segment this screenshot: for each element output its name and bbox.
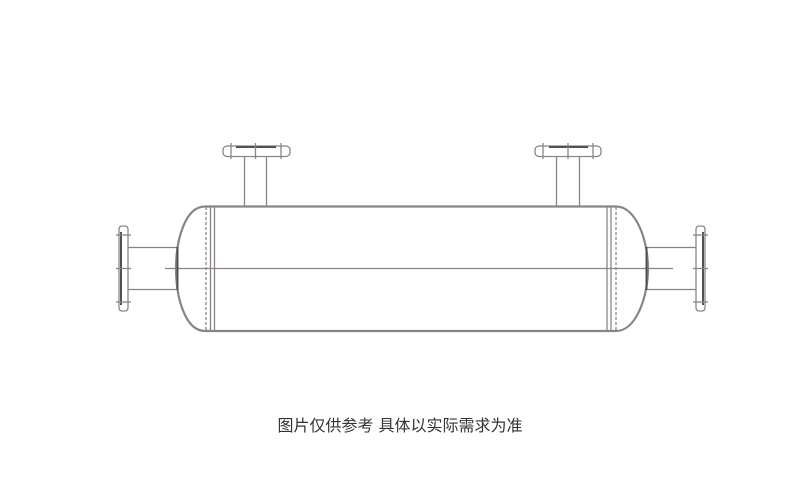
disclaimer-caption: 图片仅供参考 具体以实际需求为准: [277, 416, 523, 435]
top-right-nozzle: [534, 143, 602, 206]
top-left-nozzle: [222, 143, 291, 206]
shell: [205, 205, 616, 333]
right-end-nozzle: [645, 225, 708, 312]
left-end-nozzle: [116, 225, 179, 312]
